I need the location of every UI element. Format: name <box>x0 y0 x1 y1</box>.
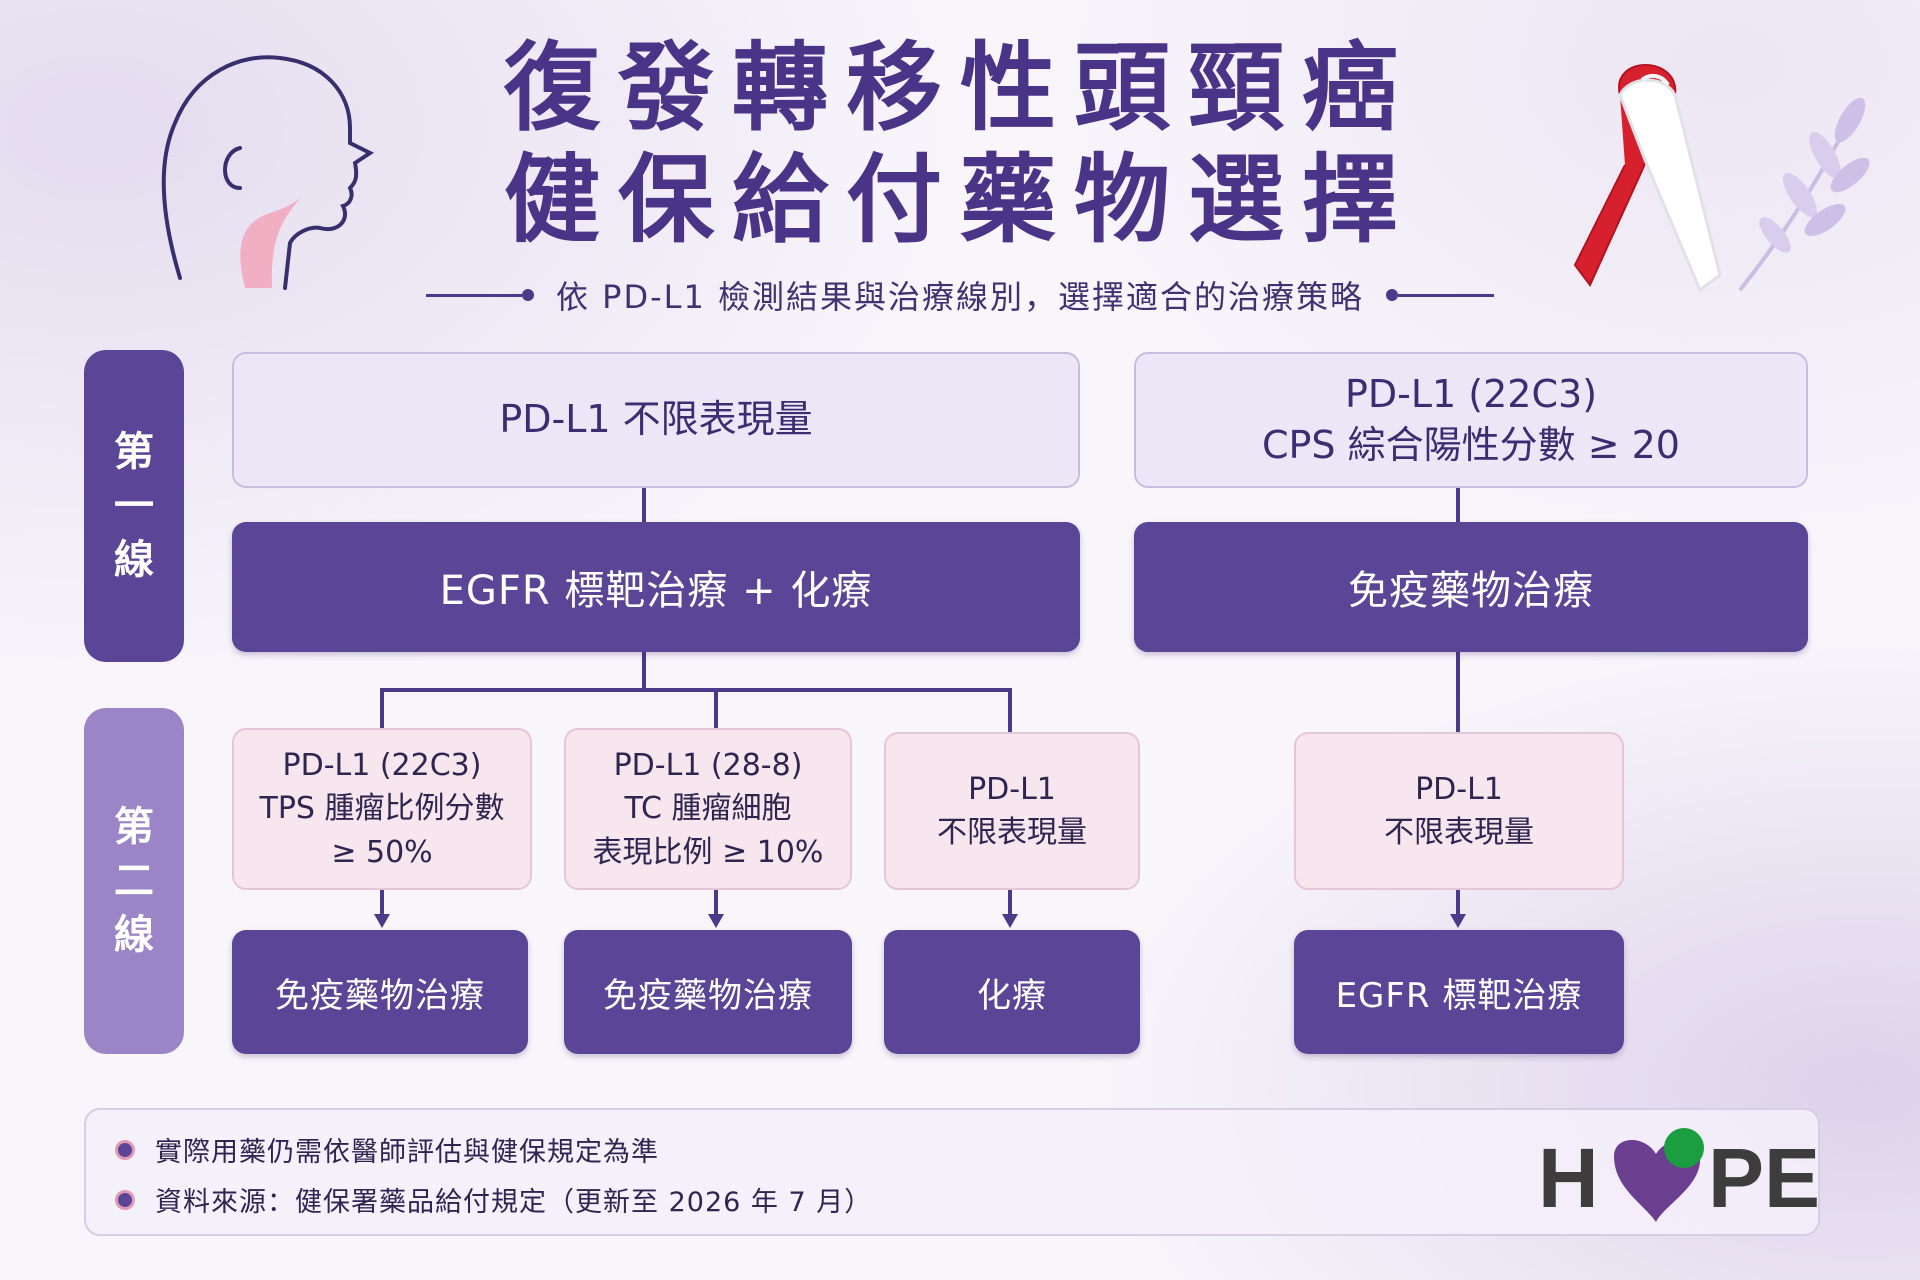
condition-box-right: PD-L1 (22C3) CPS 綜合陽性分數 ≥ 20 <box>1134 352 1808 488</box>
subtitle: 依 PD-L1 檢測結果與治療線別，選擇適合的治療策略 <box>360 273 1560 317</box>
connector <box>1456 652 1460 732</box>
condition-line: PD-L1 <box>1415 771 1503 807</box>
connector <box>714 688 718 730</box>
treatment-box-chemo: 化療 <box>884 930 1140 1054</box>
condition-line: 表現比例 ≥ 10% <box>592 834 824 870</box>
bullet-icon <box>115 1189 135 1210</box>
footer-note: 資料來源：健保署藥品給付規定（更新至 2026 年 7 月） <box>115 1180 872 1219</box>
condition-line: PD-L1 (22C3) <box>1344 371 1598 416</box>
treatment-text: EGFR 標靶治療 <box>1335 975 1583 1016</box>
arrow-down-icon <box>1450 890 1466 928</box>
connector <box>642 488 646 522</box>
treatment-box-immunotherapy: 免疫藥物治療 <box>1134 522 1808 652</box>
condition-text: PD-L1 不限表現量 <box>499 397 813 442</box>
subtitle-dot-right <box>1386 289 1399 301</box>
subtitle-dot-left <box>521 289 534 301</box>
connector <box>1008 688 1012 732</box>
second-line-label: 第二線 <box>84 708 184 1054</box>
logo-text-right: PE <box>1708 1131 1821 1225</box>
hope-logo: H PE <box>1538 1126 1838 1226</box>
condition-line: TC 腫瘤細胞 <box>624 791 792 827</box>
condition-box-left: PD-L1 不限表現量 <box>232 352 1080 488</box>
note-text: 實際用藥仍需依醫師評估與健保規定為準 <box>155 1137 659 1168</box>
treatment-text: EGFR 標靶治療 + 化療 <box>439 568 873 614</box>
condition-line: CPS 綜合陽性分數 ≥ 20 <box>1261 423 1680 467</box>
treatment-text: 化療 <box>977 975 1047 1016</box>
footer-note: 實際用藥仍需依醫師評估與健保規定為準 <box>115 1130 659 1169</box>
note-text: 資料來源：健保署藥品給付規定（更新至 2026 年 7 月） <box>155 1187 873 1218</box>
arrow-down-icon <box>374 890 390 928</box>
subtitle-line-right <box>1398 293 1495 297</box>
condition-line: PD-L1 (28-8) <box>613 747 803 783</box>
title-line-2: 健保給付藥物選擇 <box>504 144 1416 256</box>
treatment-text: 免疫藥物治療 <box>275 975 485 1016</box>
footer-panel <box>84 1108 1820 1236</box>
connector <box>380 688 384 730</box>
leaf-branch-icon <box>1738 97 1870 292</box>
treatment-box-egfr-chemo: EGFR 標靶治療 + 化療 <box>232 522 1080 652</box>
connector <box>380 688 1012 692</box>
logo-text-left: H <box>1538 1131 1599 1225</box>
arrow-down-icon <box>1002 890 1018 928</box>
treatment-box-immunotherapy-tps: 免疫藥物治療 <box>232 930 528 1054</box>
condition-line: 不限表現量 <box>937 815 1087 850</box>
condition-box-any-pdl1: PD-L1 不限表現量 <box>884 732 1140 890</box>
condition-line: PD-L1 <box>968 771 1056 807</box>
connector <box>642 652 646 690</box>
condition-line: 不限表現量 <box>1384 815 1534 850</box>
treatment-text: 免疫藥物治療 <box>603 975 813 1016</box>
subtitle-text: 依 PD-L1 檢測結果與治療線別，選擇適合的治療策略 <box>555 278 1365 316</box>
condition-line: PD-L1 (22C3) <box>282 747 482 783</box>
subtitle-line-left <box>425 293 522 297</box>
heart-logo-icon <box>1614 1128 1704 1222</box>
bullet-icon <box>115 1139 135 1160</box>
arrow-down-icon <box>708 890 724 928</box>
awareness-ribbon-icon <box>1573 64 1722 293</box>
treatment-box-egfr: EGFR 標靶治療 <box>1294 930 1624 1054</box>
condition-box-tc: PD-L1 (28-8) TC 腫瘤細胞 表現比例 ≥ 10% <box>564 728 852 890</box>
head-profile-icon <box>161 55 374 290</box>
title-line-1: 復發轉移性頭頸癌 <box>504 32 1416 144</box>
condition-line: TPS 腫瘤比例分數 <box>259 791 505 827</box>
first-line-label: 第一線 <box>84 350 184 662</box>
connector <box>1456 488 1460 522</box>
condition-box-any-pdl1-right: PD-L1 不限表現量 <box>1294 732 1624 890</box>
condition-line: ≥ 50% <box>331 834 433 870</box>
treatment-text: 免疫藥物治療 <box>1348 568 1594 614</box>
condition-box-tps: PD-L1 (22C3) TPS 腫瘤比例分數 ≥ 50% <box>232 728 532 890</box>
treatment-box-immunotherapy-tc: 免疫藥物治療 <box>564 930 852 1054</box>
